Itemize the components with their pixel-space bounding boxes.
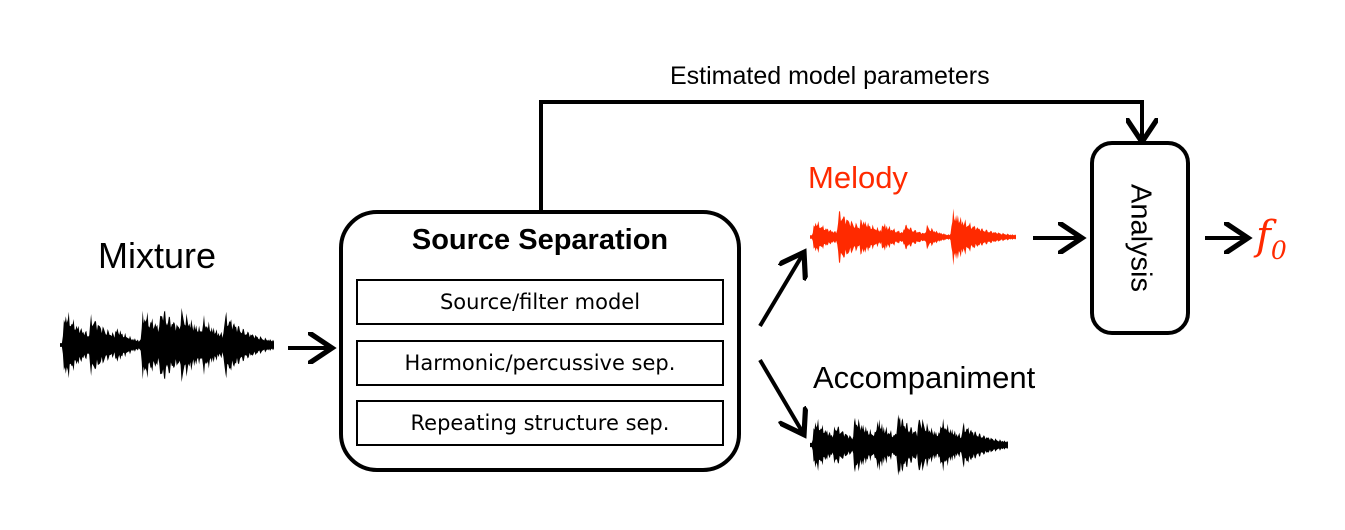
output-subscript: 0 <box>1270 236 1287 265</box>
method-repeating-structure: Repeating structure sep. <box>356 400 724 446</box>
output-f0: f0 <box>1256 213 1287 263</box>
accompaniment-waveform <box>810 414 1008 476</box>
feedback-label: Estimated model parameters <box>670 62 990 90</box>
waveform-shape <box>60 307 274 383</box>
source-separation-title: Source Separation <box>411 224 669 256</box>
melody-waveform <box>810 208 1016 266</box>
waveform-shape <box>810 208 1016 266</box>
mixture-waveform <box>60 307 274 383</box>
accompaniment-label: Accompaniment <box>813 360 1036 395</box>
melody-label: Melody <box>808 160 908 195</box>
method-harmonic-percussive: Harmonic/percussive sep. <box>356 340 724 386</box>
mixture-label: Mixture <box>98 235 217 276</box>
analysis-box <box>1090 141 1190 335</box>
analysis-label: Analysis <box>1124 184 1157 292</box>
output-symbol: f <box>1256 213 1271 259</box>
feedback-path <box>539 100 1142 212</box>
waveform-shape <box>810 414 1008 476</box>
arrow-to-accompaniment <box>758 358 803 433</box>
arrow-to-melody <box>758 254 803 328</box>
method-source-filter: Source/filter model <box>356 279 724 325</box>
